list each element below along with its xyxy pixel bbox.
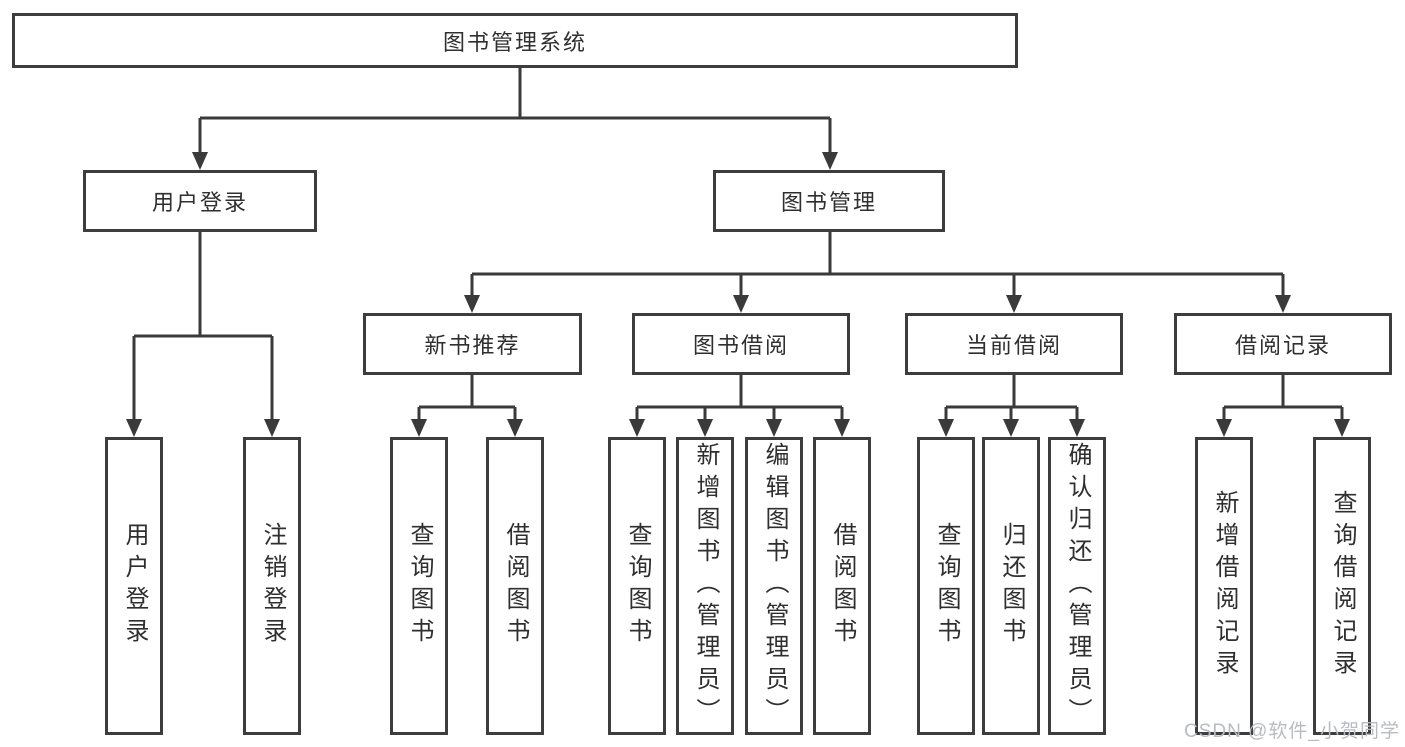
node-current-borrowing: 当前借阅 [905, 313, 1123, 375]
leaf-query-books-3: 查询图书 [917, 437, 975, 735]
leaf-query-books-1: 查询图书 [390, 437, 448, 735]
node-current-borrowing-label: 当前借阅 [965, 333, 1062, 358]
node-user-login-label: 用户登录 [151, 190, 248, 215]
leaf-query-books-2-label: 查询图书 [624, 522, 651, 650]
leaf-add-borrow-record: 新增借阅记录 [1195, 437, 1253, 735]
leaf-borrow-books-2: 借阅图书 [813, 437, 871, 735]
leaf-query-borrow-record: 查询借阅记录 [1313, 437, 1371, 735]
node-book-management-label: 图书管理 [780, 190, 877, 215]
leaf-borrow-books-1-label: 借阅图书 [502, 522, 529, 650]
leaf-confirm-return-admin: 确认归还（管理员） [1048, 437, 1106, 735]
leaf-logout-label: 注销登录 [259, 522, 286, 650]
node-root-label: 图书管理系统 [442, 29, 587, 55]
leaf-return-book: 归还图书 [982, 437, 1040, 735]
node-new-book-recommend-label: 新书推荐 [424, 333, 521, 358]
node-user-login: 用户登录 [83, 170, 317, 232]
leaf-user-login-label: 用户登录 [121, 522, 148, 650]
node-borrowing-records-label: 借阅记录 [1234, 333, 1331, 358]
leaf-edit-book-admin: 编辑图书（管理员） [745, 437, 803, 735]
leaf-add-book-admin: 新增图书（管理员） [676, 437, 734, 735]
leaf-borrow-books-1: 借阅图书 [486, 437, 544, 735]
node-book-borrowing: 图书借阅 [632, 313, 850, 375]
leaf-edit-book-admin-label: 编辑图书（管理员） [761, 442, 788, 730]
leaf-confirm-return-admin-label: 确认归还（管理员） [1064, 442, 1091, 730]
leaf-borrow-books-2-label: 借阅图书 [829, 522, 856, 650]
leaf-return-book-label: 归还图书 [998, 522, 1025, 650]
node-borrowing-records: 借阅记录 [1174, 313, 1392, 375]
node-root: 图书管理系统 [12, 13, 1018, 68]
node-book-management: 图书管理 [713, 170, 945, 232]
leaf-user-login: 用户登录 [105, 437, 163, 735]
leaf-query-books-2: 查询图书 [608, 437, 666, 735]
leaf-query-borrow-record-label: 查询借阅记录 [1329, 490, 1356, 682]
leaf-query-books-3-label: 查询图书 [933, 522, 960, 650]
leaf-add-borrow-record-label: 新增借阅记录 [1211, 490, 1238, 682]
csdn-watermark: CSDN @软件_小贺同学 [1184, 721, 1400, 742]
leaf-add-book-admin-label: 新增图书（管理员） [692, 442, 719, 730]
node-book-borrowing-label: 图书借阅 [692, 333, 789, 358]
leaf-query-books-1-label: 查询图书 [406, 522, 433, 650]
node-new-book-recommend: 新书推荐 [363, 313, 582, 375]
leaf-logout: 注销登录 [243, 437, 301, 735]
